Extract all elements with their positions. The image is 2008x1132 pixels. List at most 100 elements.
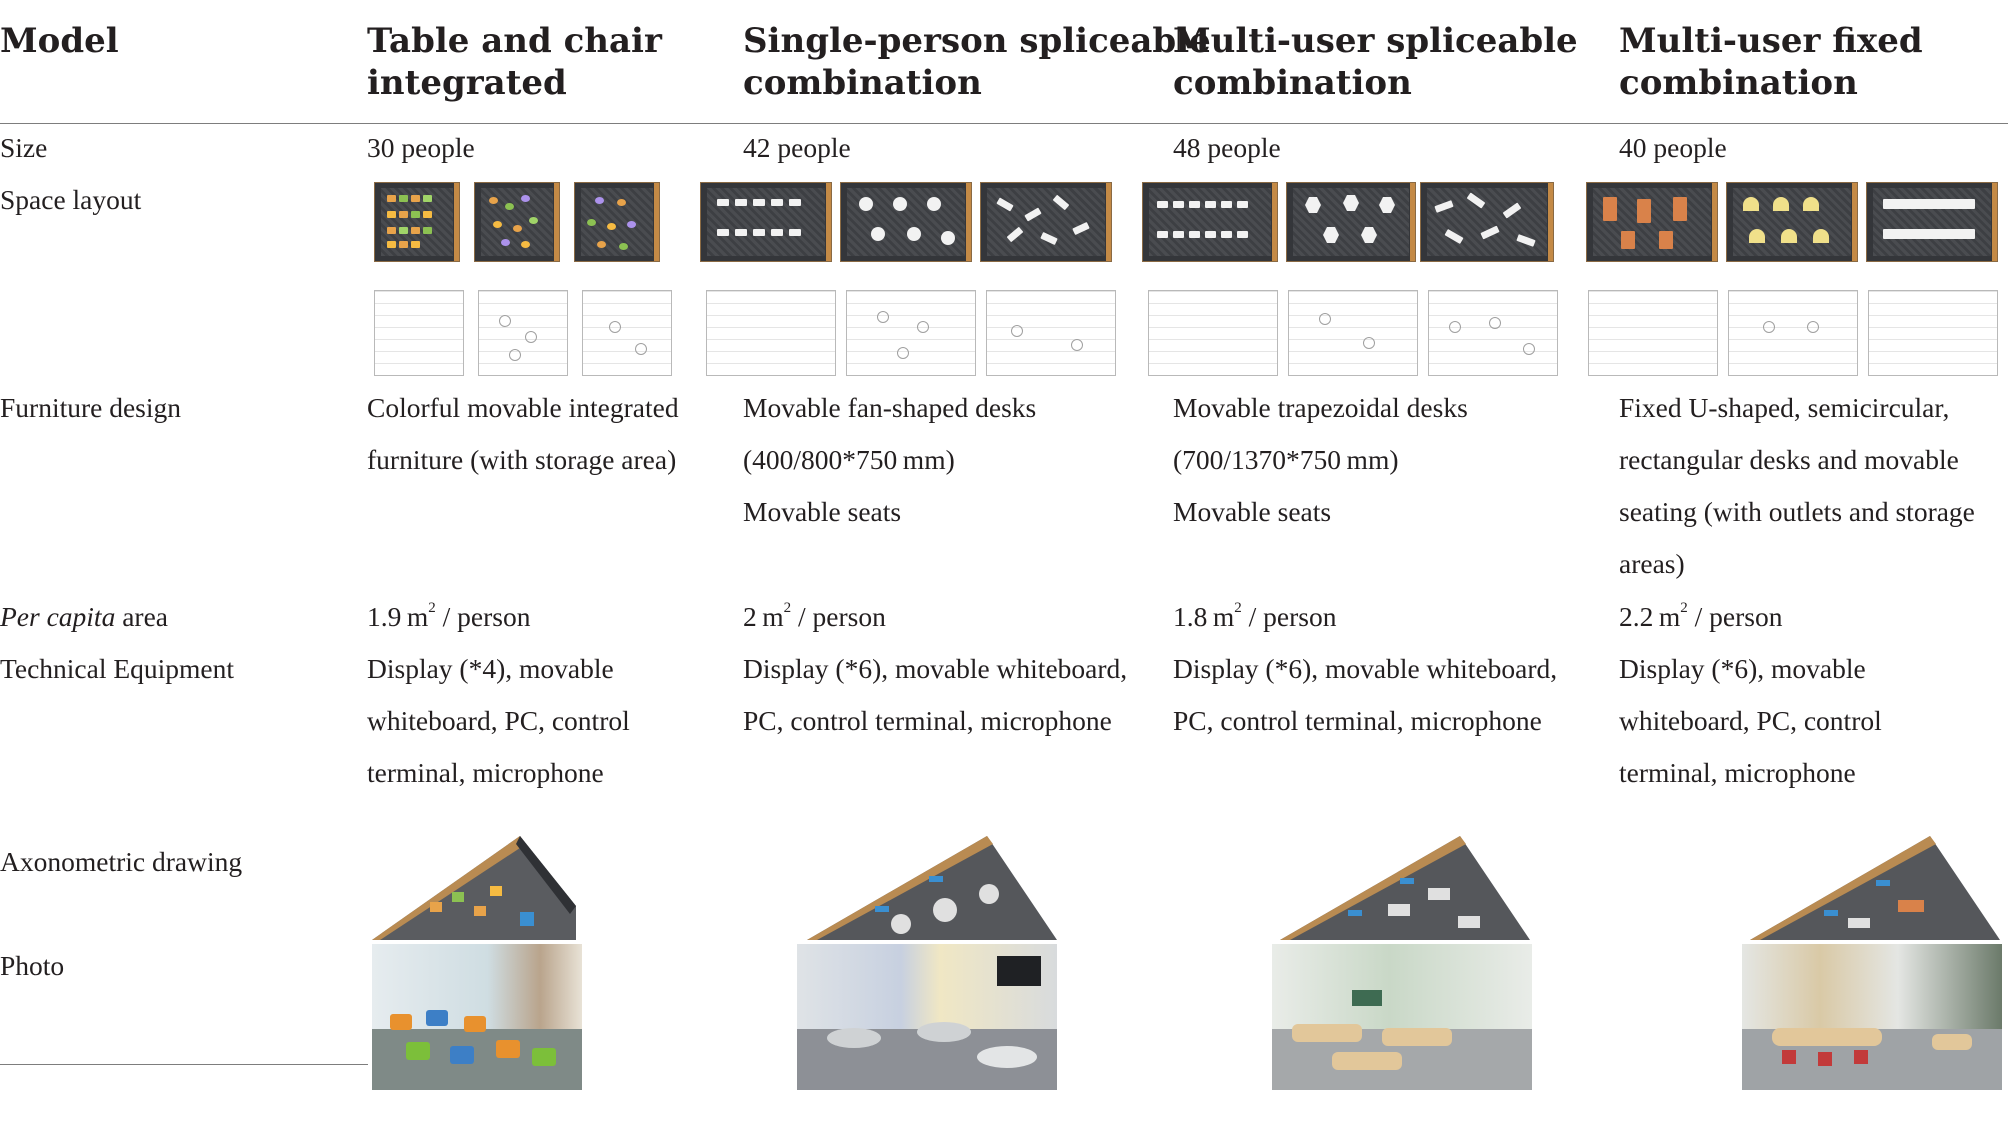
- seat-mark: [1763, 321, 1775, 333]
- area-exponent: 2: [1680, 599, 1688, 616]
- size-cell: 30 people: [367, 132, 475, 163]
- desk-mark: [1237, 201, 1248, 208]
- desk-mark: [1379, 197, 1395, 213]
- seat-mark: [1449, 321, 1461, 333]
- desk-mark: [1343, 195, 1359, 211]
- per-capita-cell: 1.9 m2 / person: [367, 591, 531, 643]
- size-cell: 42 people: [743, 132, 851, 163]
- space-layout-render: [1286, 182, 1416, 262]
- render-wall: [654, 183, 659, 261]
- desk-mark: [387, 211, 396, 218]
- furniture-cell: Movable trapezoidal desks (700/1370*750 …: [1173, 382, 1468, 538]
- desk-mark: [1773, 197, 1789, 211]
- equipment-cell: Display (*6), movable whiteboard, PC, co…: [1619, 643, 1882, 799]
- space-layout-render: [1726, 182, 1858, 262]
- axo-display: [520, 912, 534, 926]
- text-line: whiteboard, PC, control: [1619, 705, 1882, 736]
- desk-mark: [907, 227, 921, 241]
- desk-mark: [1189, 201, 1200, 208]
- text-line: rectangular desks and movable: [1619, 444, 1959, 475]
- row-label-per-capita-area: Per capita area: [0, 591, 168, 643]
- equipment-cell: Display (*6), movable whiteboard, PC, co…: [1173, 643, 1557, 747]
- desk-mark: [1637, 199, 1651, 223]
- floor-plan-drawing: [374, 290, 464, 376]
- header-line: combination: [743, 63, 982, 103]
- floor-plan-drawing: [1288, 290, 1418, 376]
- equipment-cell: Display (*4), movable whiteboard, PC, co…: [367, 643, 630, 799]
- axo-desk: [1428, 888, 1450, 900]
- axonometric-drawing: [1750, 836, 2000, 940]
- floor-plan-drawing: [1148, 290, 1278, 376]
- photo-chair: [464, 1016, 486, 1032]
- desk-mark: [893, 197, 907, 211]
- size-cell: 40 people: [1619, 132, 1727, 163]
- axo-desk: [979, 884, 999, 904]
- desk-mark: [501, 239, 510, 246]
- text-line: Display (*4), movable: [367, 653, 614, 684]
- desk-mark: [1305, 197, 1321, 213]
- axo-floor: [1280, 836, 1530, 940]
- photo-wall: [1272, 944, 1532, 1029]
- desk-mark: [1221, 201, 1232, 208]
- space-layout-render: [474, 182, 560, 262]
- seat-mark: [1363, 337, 1375, 349]
- desk-mark: [1883, 199, 1975, 209]
- desk-mark: [513, 225, 522, 232]
- desk-mark: [1743, 197, 1759, 211]
- axo-desk: [1898, 900, 1924, 912]
- space-layout-render: [700, 182, 832, 262]
- area-unit: / person: [435, 601, 531, 632]
- text-line: (400/800*750 mm): [743, 444, 955, 475]
- desk-mark: [627, 221, 636, 228]
- axo-floor: [1750, 836, 2000, 940]
- render-floor: [987, 188, 1105, 256]
- desk-mark: [1237, 231, 1248, 238]
- text-line: Movable trapezoidal desks: [1173, 392, 1468, 423]
- header-line: Single-person spliceable: [743, 21, 1211, 61]
- desk-mark: [1205, 201, 1216, 208]
- area-value: 2.2 m: [1619, 601, 1681, 632]
- floor-plan-drawing: [1728, 290, 1858, 376]
- axo-display: [929, 876, 943, 882]
- header-line: Multi-user spliceable: [1173, 21, 1578, 61]
- text-line: (700/1370*750 mm): [1173, 444, 1399, 475]
- axo-chair: [452, 892, 464, 902]
- desk-mark: [871, 227, 885, 241]
- floor-plan-drawing: [846, 290, 976, 376]
- space-layout-render: [1142, 182, 1278, 262]
- text-line: Movable seats: [743, 496, 902, 527]
- photo-desk: [1932, 1034, 1972, 1050]
- photo-desk: [977, 1046, 1037, 1068]
- text-line: Movable fan-shaped desks: [743, 392, 1037, 423]
- render-wall: [1106, 183, 1111, 261]
- floor-plan-drawing: [1588, 290, 1718, 376]
- axo-wall: [516, 836, 576, 914]
- desk-mark: [1157, 231, 1168, 238]
- row-label-size: Size: [0, 132, 48, 163]
- row-label-photo: Photo: [0, 950, 65, 981]
- desk-mark: [1659, 231, 1673, 249]
- row-label-technical-equipment: Technical Equipment: [0, 653, 235, 684]
- render-wall: [454, 183, 459, 261]
- header-model: Model: [0, 21, 119, 61]
- desk-mark: [1813, 229, 1829, 243]
- axonometric-drawing: [1280, 836, 1530, 940]
- seat-mark: [897, 347, 909, 359]
- render-wall: [1712, 183, 1717, 261]
- desk-mark: [399, 195, 408, 202]
- classroom-photo: [1272, 944, 1532, 1090]
- header-rule: [0, 123, 2008, 124]
- photo-chair: [1782, 1050, 1796, 1064]
- floor-plan-drawing: [706, 290, 836, 376]
- axo-display: [875, 906, 889, 912]
- desk-mark: [753, 199, 765, 206]
- text-line: Display (*6), movable whiteboard,: [743, 653, 1128, 684]
- render-wall: [1410, 183, 1415, 261]
- area-value: 1.9 m: [367, 601, 429, 632]
- desk-mark: [1781, 229, 1797, 243]
- photo-desk: [1772, 1028, 1882, 1046]
- floor-plan-drawing: [582, 290, 672, 376]
- italic-text: Per capita: [0, 601, 116, 632]
- desk-mark: [597, 241, 606, 248]
- desk-mark: [1749, 229, 1765, 243]
